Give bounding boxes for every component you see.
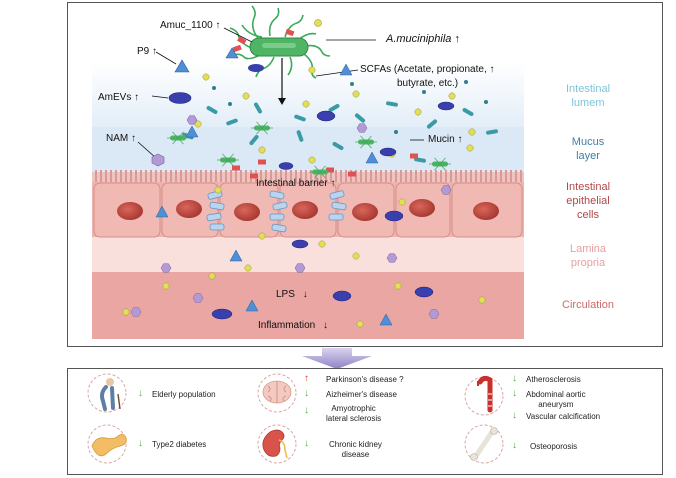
tight-junctions: [206, 190, 347, 233]
microvilli: [95, 170, 522, 182]
epithelial-cells: [93, 182, 523, 238]
vc-label: Vascular calcification: [526, 412, 601, 421]
als-arrow: ↓: [304, 405, 309, 416]
vc-arrow: ↓: [512, 410, 517, 421]
parkinson-arrow: ↑: [304, 373, 309, 384]
intestinal-barrier-label: Intestinal barrier ↑: [256, 178, 336, 189]
amuc-leader-line: [223, 27, 253, 43]
amuc-protein-marker: [237, 36, 247, 45]
bone-icon: [470, 427, 498, 461]
p9-triangle: [174, 59, 190, 73]
mucin-label: Mucin ↑: [428, 134, 463, 145]
scattered-particles: [122, 63, 498, 328]
amevs-vesicle: [168, 92, 192, 104]
amevs-label: AmEVs ↑: [98, 92, 140, 103]
lps-label: LPS ↓: [276, 289, 308, 300]
atherosclerosis-arrow: ↓: [512, 373, 517, 384]
akkermansia-label: A.muciniphila ↑: [386, 33, 460, 45]
elderly-arrow: ↓: [138, 388, 143, 399]
alzheimer-label: Aizheimer's disease: [326, 390, 397, 399]
transition-arrow: [302, 348, 372, 369]
brain-icon: [262, 380, 292, 404]
scfas-label-line2: butyrate, etc.): [397, 78, 459, 89]
elderly-person-icon: [100, 378, 121, 411]
zone-circulation-label: Circulation: [562, 299, 614, 311]
mucus-layer: [92, 127, 524, 172]
ckd-arrow: ↓: [304, 438, 309, 449]
parkinson-label: Parkinson's disease ?: [326, 375, 404, 384]
scfas-label: SCFAs (Acetate, propionate, ↑: [360, 64, 495, 75]
akkermansia-bacterium: [229, 5, 331, 79]
pancreas-icon: [91, 434, 127, 457]
circulation-layer: [92, 272, 524, 339]
microvilli-band: [92, 172, 524, 182]
osteoporosis-label: Osteoporosis: [530, 442, 578, 451]
inflammation-label: Inflammation ↓: [258, 320, 329, 331]
amuc-label: Amuc_1100 ↑: [160, 20, 221, 31]
bottom-panel-frame: [67, 368, 663, 475]
alzheimer-arrow: ↓: [304, 388, 309, 399]
osteoporosis-arrow: ↓: [512, 440, 517, 451]
t2d-arrow: ↓: [138, 438, 143, 449]
elderly-label: Elderly population: [152, 390, 216, 399]
atherosclerosis-label: Atherosclerosis: [526, 375, 581, 384]
icon-circles: [87, 373, 504, 464]
t2d-label: Type2 diabetes: [152, 440, 207, 449]
aaa-arrow: ↓: [512, 388, 517, 399]
p9-label: P9 ↑: [137, 46, 158, 57]
aorta-icon: [477, 375, 493, 413]
nam-label: NAM ↑: [106, 133, 137, 144]
kidney-icon: [262, 429, 288, 459]
lamina-propria-layer: [92, 237, 524, 272]
nam-hexagon: [151, 153, 165, 167]
